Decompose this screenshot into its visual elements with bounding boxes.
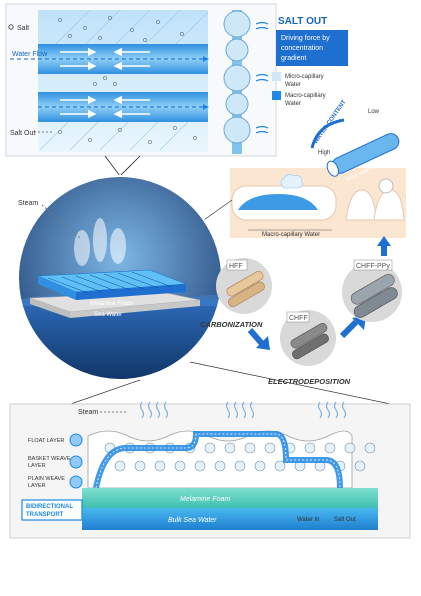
plain-weave-label-1: PLAIN WEAVE — [28, 476, 65, 482]
melamine-foam-label: Melamine Foam — [90, 301, 133, 307]
legend-micro-swatch — [272, 72, 281, 81]
micro-capillary-tube — [326, 133, 400, 177]
bulk-sea-water-layer — [82, 508, 378, 530]
water-content-arc — [310, 118, 345, 149]
steam-label-middle: Steam — [18, 200, 38, 207]
electrodeposition-label: ELECTRODEPOSITION — [268, 377, 351, 386]
salt-particles — [58, 16, 197, 144]
bulk-sea-water-label: Bulk Sea Water — [168, 517, 217, 524]
hff-label: HFF — [229, 263, 243, 270]
driving-force-text-2: concentration — [281, 45, 323, 52]
top-microchannel-panel: Salt Water Flow Salt Out SALT OUT Drivin… — [5, 3, 348, 157]
carbonization-label: CARBONIZATION — [200, 320, 263, 329]
legend-macro-label-2: Water — [285, 101, 301, 107]
fiber-knot — [378, 178, 394, 194]
melamine-foam-layer — [82, 488, 378, 508]
fiber-process: HFF CARBONIZATION CHFF ELECTRODEPOSITION… — [200, 258, 402, 386]
driving-force-text-1: Driving force by — [281, 35, 330, 42]
float-layer-icon — [69, 433, 83, 447]
driving-force-text-3: gradient — [281, 55, 306, 62]
salt-out-title: SALT OUT — [278, 16, 327, 27]
carbonization-arrow-icon — [256, 336, 270, 350]
water-flow-label: Water Flow — [12, 51, 48, 58]
salt-label: Salt — [17, 25, 29, 32]
steam-label-bottom: Steam — [78, 409, 98, 416]
steam-wisps — [74, 218, 126, 266]
salt-icon — [8, 24, 14, 30]
chff-label: CHFF — [289, 315, 308, 322]
basket-weave-icon — [69, 455, 83, 469]
plain-weave-label-2: LAYER — [28, 483, 46, 489]
vapor-cloud — [280, 174, 303, 189]
woven-layers — [87, 430, 376, 489]
driving-force-box — [276, 30, 348, 66]
legend-macro-label-1: Macro-capillary — [285, 93, 326, 99]
layer-legend: FLOAT LAYER BASKET WEAVE LAYER PLAIN WEA… — [28, 433, 83, 489]
legend-macro-swatch — [272, 91, 281, 100]
bottom-cross-section-panel: Steam — [9, 401, 411, 539]
plain-weave-icon — [69, 475, 83, 489]
bidirectional-label-1: BIDIRECTIONAL — [26, 504, 73, 510]
legend-micro-label-1: Micro-capillary — [285, 74, 324, 80]
device-illustration-circle: Melamine Foam Sea Water — [17, 175, 223, 381]
basket-weave-label-1: BASKET WEAVE — [28, 456, 71, 462]
bidirectional-label-2: TRANSPORT — [26, 512, 64, 518]
salt-out-bottom-label: Salt Out — [334, 517, 356, 523]
macro-capillary-label: Macro-capillary Water — [262, 232, 320, 238]
water-content-low: Low — [368, 109, 380, 115]
water-in-label: Water In — [297, 517, 319, 523]
flow-arrows — [60, 47, 150, 119]
melamine-foam-bottom-label: Melamine Foam — [180, 496, 230, 503]
electrodeposition-arrow-shaft — [339, 319, 359, 339]
water-content-high: High — [318, 150, 330, 156]
legend-micro-label-2: Water — [285, 82, 301, 88]
bidirectional-box — [21, 499, 83, 521]
water-content-panel: Micro-capillaryWater WATER CONTENT Low H… — [230, 99, 406, 238]
steam-leader — [41, 204, 81, 239]
basket-weave-label-2: LAYER — [28, 463, 46, 469]
salt-out-label: Salt Out — [10, 130, 35, 137]
up-arrow-head-icon — [377, 236, 391, 246]
sea-water-label: Sea Water — [94, 312, 122, 318]
zoom-connector-bottom — [64, 361, 401, 407]
steam-squiggles — [139, 401, 347, 419]
water-content-title: WATER CONTENT — [313, 99, 348, 145]
chff-ppy-label: CHFF-PPy — [356, 263, 390, 270]
float-layer-label: FLOAT LAYER — [28, 438, 64, 444]
macro-water-pool — [238, 194, 318, 210]
bead-column — [223, 10, 269, 154]
